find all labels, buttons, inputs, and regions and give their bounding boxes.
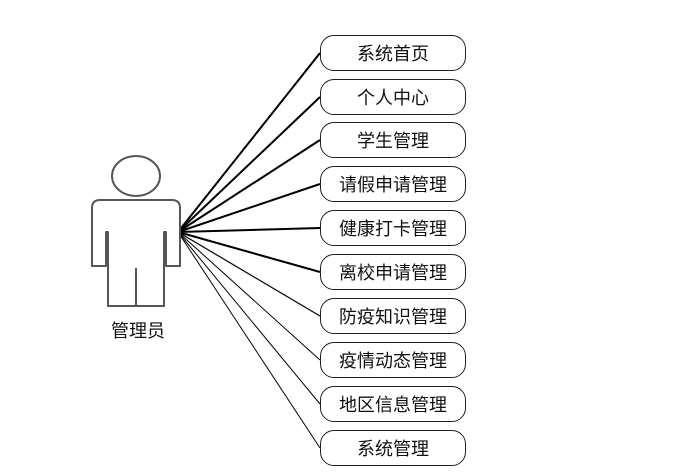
actor-body [91,199,181,307]
use-case-system-home[interactable]: 系统首页 [320,35,466,71]
association-line-2 [177,96,321,233]
association-line-5 [177,227,321,233]
use-case-region-info-management[interactable]: 地区信息管理 [320,386,466,422]
use-case-personal-center[interactable]: 个人中心 [320,79,466,115]
association-line-7 [177,231,321,317]
use-case-student-management[interactable]: 学生管理 [320,122,466,158]
association-line-9 [177,231,321,405]
use-case-system-management[interactable]: 系统管理 [320,430,466,466]
use-case-departure-request-management[interactable]: 离校申请管理 [320,254,466,290]
association-line-8 [177,231,321,361]
association-line-6 [177,231,321,273]
actor-head [111,155,161,197]
association-line-3 [177,139,321,233]
use-case-health-checkin-management[interactable]: 健康打卡管理 [320,210,466,246]
use-case-epidemic-knowledge-management[interactable]: 防疫知识管理 [320,298,466,334]
association-line-1 [177,52,321,233]
use-case-leave-request-management[interactable]: 请假申请管理 [320,166,466,202]
association-line-4 [177,183,321,233]
actor-figure-icon [91,155,181,307]
association-line-10 [177,231,321,449]
use-case-epidemic-news-management[interactable]: 疫情动态管理 [320,342,466,378]
